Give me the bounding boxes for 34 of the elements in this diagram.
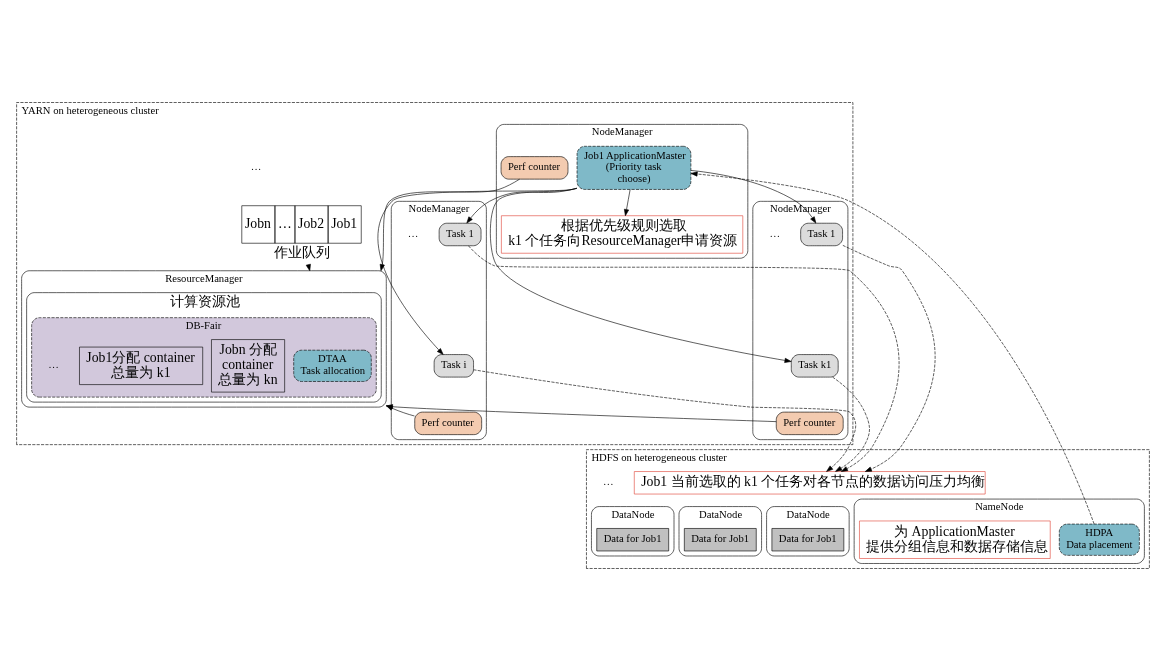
arrow (379, 178, 520, 272)
arrow (690, 170, 817, 224)
arrow (468, 245, 900, 472)
arrow (690, 171, 1095, 525)
node-box: Perf counter (414, 411, 482, 435)
node-box: DTAA Task allocation (293, 349, 372, 382)
node-box: 根据优先级规则选取 k1 个任务向ResourceManager申请资源 (501, 215, 744, 254)
label: … (407, 228, 419, 240)
label: … (250, 161, 262, 173)
arrow (624, 189, 631, 217)
node-box: Data for Job1 (684, 528, 757, 552)
node-box: Perf counter (500, 156, 569, 180)
arrow (377, 188, 578, 355)
arrow (490, 187, 792, 363)
label: … (769, 228, 781, 240)
node-box: Data for Job1 (771, 528, 845, 552)
node-label: 作业队列 (274, 244, 331, 260)
arrow (842, 245, 936, 472)
arrow (832, 376, 870, 472)
node-box: Task 1 (800, 222, 843, 247)
node-box: HDPA Data placement (1059, 523, 1140, 556)
node-box: Task 1 (438, 222, 482, 247)
label: … (48, 359, 59, 371)
arrow (473, 369, 857, 472)
node-box: 为 ApplicationMaster 提供分组信息和数据存储信息 (859, 520, 1051, 559)
label: … (603, 476, 614, 488)
node-box: Job1 当前选取的 k1 个任务对各节点的数据访问压力均衡 (633, 471, 986, 495)
node-box: Task i (433, 354, 474, 378)
node-box: Job1分配 container 总量为 k1 (79, 346, 203, 385)
node-box: Data for Job1 (596, 528, 669, 552)
node-box: Task k1 (790, 354, 839, 378)
node-box: Perf counter (775, 411, 844, 435)
node-box: Jobn 分配 container 总量为 kn (211, 339, 285, 393)
node-box: Job1 ApplicationMaster (Priority task choose) (576, 145, 692, 190)
